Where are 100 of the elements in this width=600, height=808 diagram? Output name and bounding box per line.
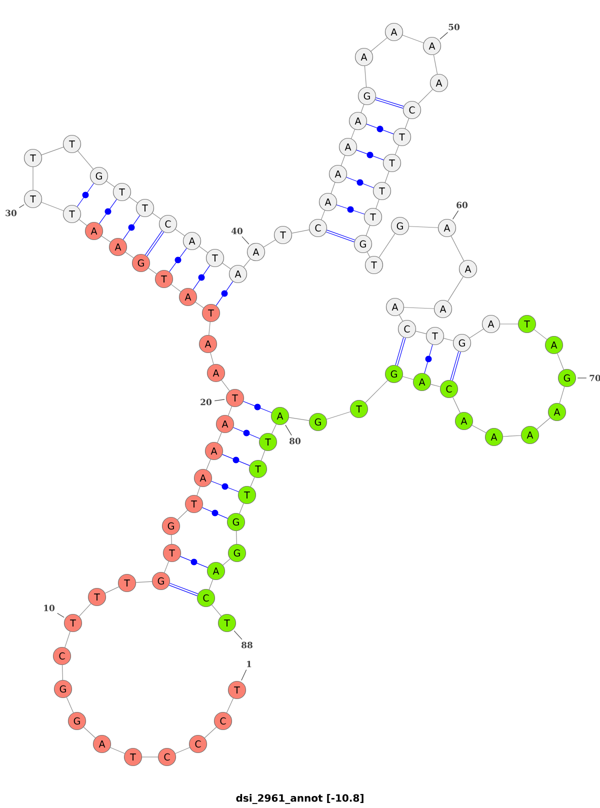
backbone-line — [228, 406, 232, 416]
backbone-line — [78, 603, 92, 617]
backbone-line — [83, 726, 96, 738]
backbone-line — [217, 432, 222, 443]
base-pair-line — [180, 556, 208, 568]
backbone-line — [152, 212, 161, 220]
position-number: 20 — [200, 398, 212, 406]
backbone-line — [384, 171, 390, 183]
backbone-line — [170, 284, 182, 292]
backbone-line — [450, 236, 464, 262]
base-pair-line — [169, 248, 187, 272]
backbone-line — [448, 276, 464, 302]
backbone-line — [62, 664, 64, 680]
base-pair-line — [243, 401, 272, 413]
backbone-line — [366, 225, 370, 236]
backbone-line — [148, 268, 157, 274]
backbone-line — [394, 145, 400, 155]
backbone-line — [366, 252, 370, 258]
backbone-line — [559, 386, 565, 404]
backbone-line — [330, 182, 336, 194]
backbone-line — [198, 246, 208, 253]
backbone-line — [164, 561, 169, 573]
position-number: 1 — [247, 660, 252, 668]
leader-line — [241, 669, 247, 681]
base-pair-line — [395, 337, 406, 366]
backbone-line — [378, 233, 396, 258]
base-pair-line — [346, 176, 374, 188]
base-pair-line — [366, 124, 394, 134]
backbone-line — [221, 380, 230, 392]
backbone-line — [404, 307, 434, 309]
backbone-line — [415, 330, 427, 334]
base-pair-line — [216, 281, 234, 306]
leader-line — [242, 236, 250, 244]
backbone-line — [557, 353, 564, 370]
backbone-line — [376, 199, 380, 209]
backbone-line — [443, 338, 454, 342]
backbone-line — [212, 604, 222, 616]
backbone-line — [402, 34, 424, 44]
position-number: 40 — [231, 228, 243, 234]
backbone-line — [175, 228, 185, 236]
backbone-line — [41, 202, 64, 212]
backbone-line — [177, 510, 188, 520]
backbone-line — [263, 240, 276, 248]
backbone-line — [32, 166, 34, 190]
backbone-line — [125, 252, 134, 258]
leader-line — [214, 399, 225, 402]
backbone-line — [175, 747, 190, 754]
backbone-line — [452, 396, 460, 414]
backbone-line — [41, 146, 64, 156]
backbone-line — [408, 226, 438, 228]
backbone-line — [370, 38, 388, 52]
backbone-line — [236, 530, 238, 544]
base-pair-line — [375, 97, 404, 109]
backbone-line — [418, 89, 433, 104]
backbone-line — [206, 459, 211, 470]
base-pair-line — [98, 199, 118, 224]
base-pair-line — [145, 230, 164, 256]
backbone-line — [129, 196, 138, 204]
backbone-line — [106, 180, 115, 188]
backbone-line — [104, 586, 120, 594]
backbone-line — [292, 229, 310, 234]
backbone-line — [250, 477, 255, 487]
leader-line — [440, 32, 448, 40]
backbone-line — [365, 380, 388, 403]
backbone-line — [204, 726, 217, 738]
leader-line — [57, 612, 64, 618]
base-pair-line — [202, 507, 228, 519]
base-pair-line — [326, 230, 355, 242]
backbone-line — [78, 150, 94, 170]
backbone-line — [472, 424, 486, 434]
backbone-line — [404, 118, 410, 129]
backbone-line — [222, 558, 230, 566]
backbone-line — [196, 486, 200, 496]
leader-line — [234, 630, 242, 640]
base-pair-line — [211, 480, 239, 492]
backbone-line — [243, 258, 251, 268]
backbone-line — [469, 328, 484, 338]
backbone-line — [136, 581, 152, 583]
base-pair-line — [233, 427, 260, 439]
position-number: 80 — [290, 438, 301, 444]
backbone-line — [340, 155, 346, 166]
position-number: 30 — [6, 210, 17, 216]
backbone-line — [210, 352, 214, 365]
leader-line — [285, 424, 292, 436]
backbone-line — [536, 418, 550, 430]
base-pair-line — [169, 582, 198, 596]
base-pair-line — [424, 344, 433, 374]
backbone-line — [208, 322, 210, 336]
backbone-line — [142, 756, 158, 758]
backbone-line — [101, 236, 111, 242]
leader-line — [452, 210, 459, 220]
backbone-line — [534, 329, 548, 340]
backbone-line — [433, 54, 438, 74]
base-pair-line — [192, 265, 210, 290]
position-number: 88 — [242, 642, 252, 648]
base-pair-line — [336, 204, 365, 214]
base-pair-line — [76, 183, 94, 207]
backbone-line — [195, 302, 204, 308]
position-number: 10 — [44, 604, 55, 612]
backbone-line — [326, 411, 351, 420]
